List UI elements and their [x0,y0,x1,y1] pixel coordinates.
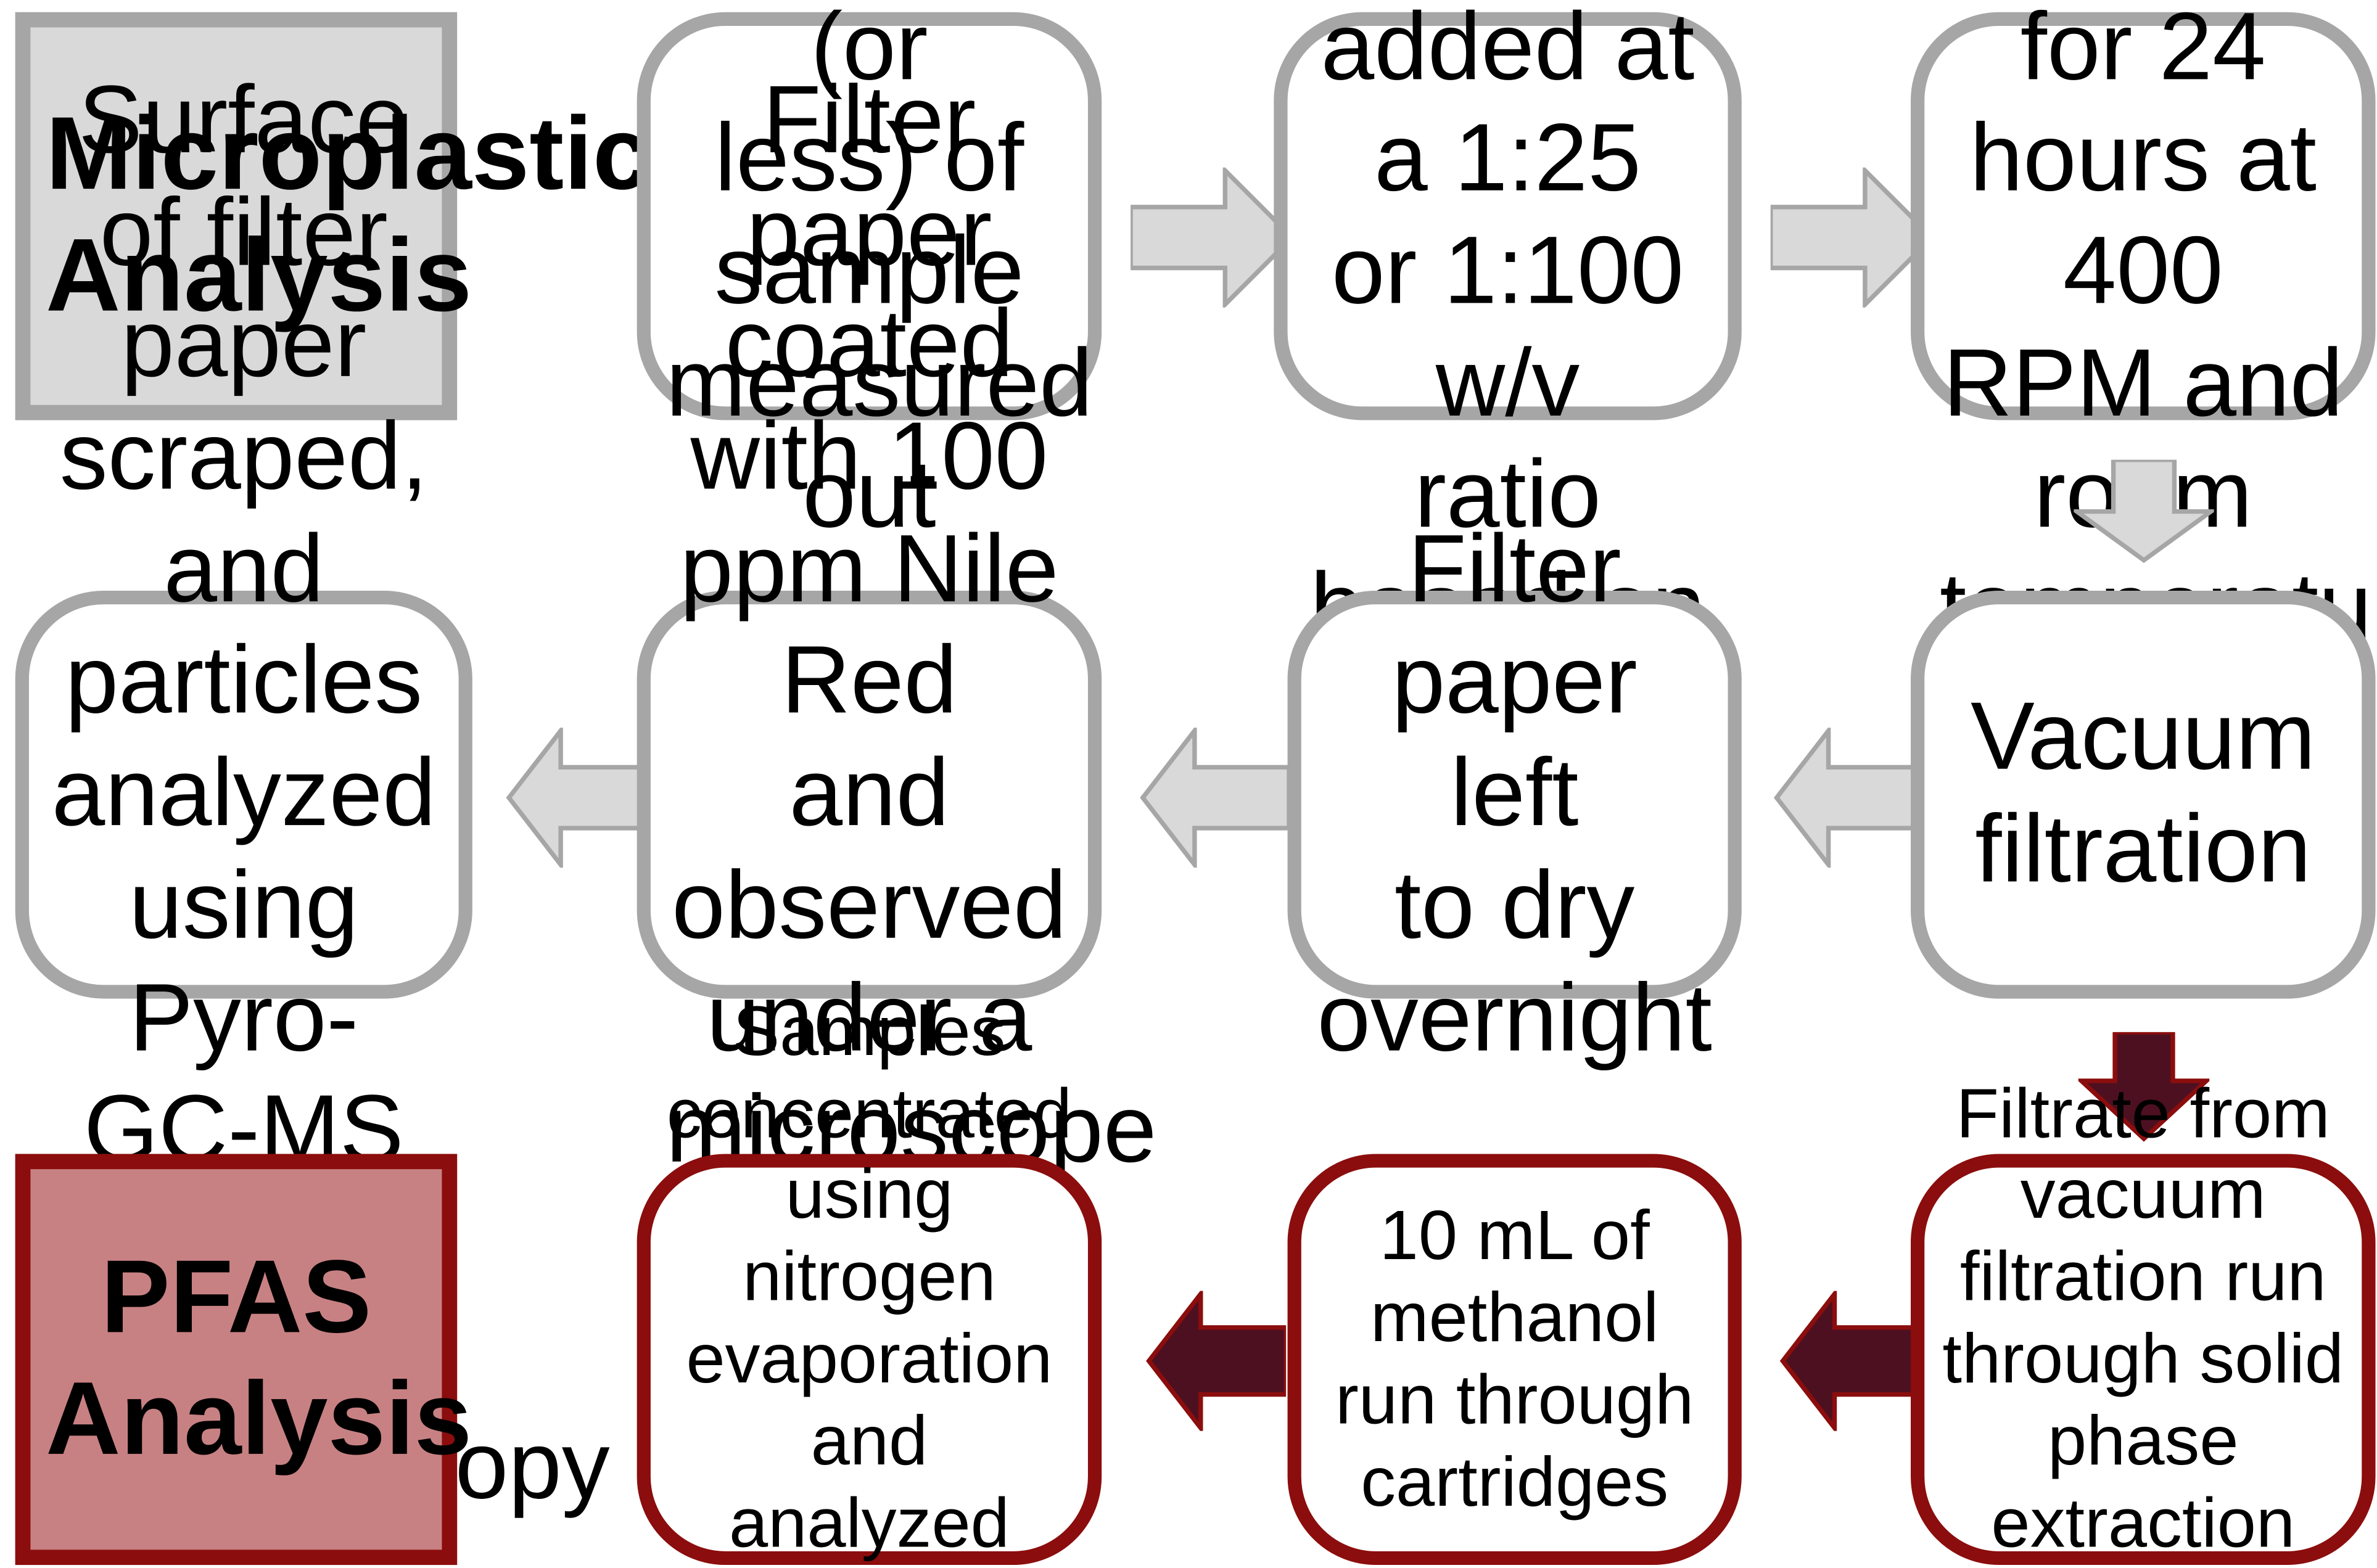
arrow-down-dark-red [2078,1032,2210,1142]
arrow-right-2 [1770,167,1935,308]
step-box-methanol-cartridges: 10 mL of methanol run through cartridges [1287,1154,1742,1566]
step-text-nitrogen-evaporation: Samples concentrated using nitrogen evap… [666,990,1072,1568]
step-box-samples-digested: Samples digested for 24 hours at 400 RPM… [1911,0,2377,661]
step-text-dry-overnight: Filter paper left to dry overnight [1317,515,1712,1072]
step-box-sample-measured: 10 grams (or less) of sample measured ou… [636,0,1102,549]
arrow-left-3 [1773,728,1923,868]
category-box-microplastics: Microplastics Analysis [15,12,708,421]
step-text-vacuum-filtration: Vacuum filtration [1971,684,2316,903]
category-box-pfas: PFAS Analysis [15,1154,472,1566]
arrow-right-1 [1131,167,1295,308]
step-box-surface-scraped: Surface of filter paper scraped, and par… [15,67,610,1520]
arrow-left-2 [1140,728,1290,868]
category-label-microplastics: Microplastics Analysis [46,96,708,334]
step-text-methanol-cartridges: 10 mL of methanol run through cartridges [1335,1196,1694,1521]
step-box-nitrogen-evaporation: Samples concentrated using nitrogen evap… [636,991,1102,1568]
step-text-sample-measured: 10 grams (or less) of sample measured ou… [665,0,1093,549]
step-box-vacuum-filtration: Vacuum filtration [1911,590,2376,999]
step-box-nile-red: Filter paper coated with 100 ppm Nile Re… [636,67,1156,1520]
step-box-koh-added: 10% KOH in 50% MeOH added at a 1:25 or 1… [1274,0,1742,885]
step-text-spe-cartridges: Filtrate from vacuum filtration run thro… [1942,1072,2344,1568]
step-text-samples-digested: Samples digested for 24 hours at 400 RPM… [1940,0,2377,661]
arrow-down-gray [2074,459,2214,564]
arrow-left-1 [506,728,656,868]
arrow-left-dark-red-1 [1146,1291,1287,1431]
category-label-pfas: PFAS Analysis [46,1239,472,1477]
step-box-spe-cartridges: Filtrate from vacuum filtration run thro… [1911,1073,2376,1568]
step-box-dry-overnight: Filter paper left to dry overnight [1287,515,1742,1071]
arrow-left-dark-red-2 [1779,1291,1920,1431]
